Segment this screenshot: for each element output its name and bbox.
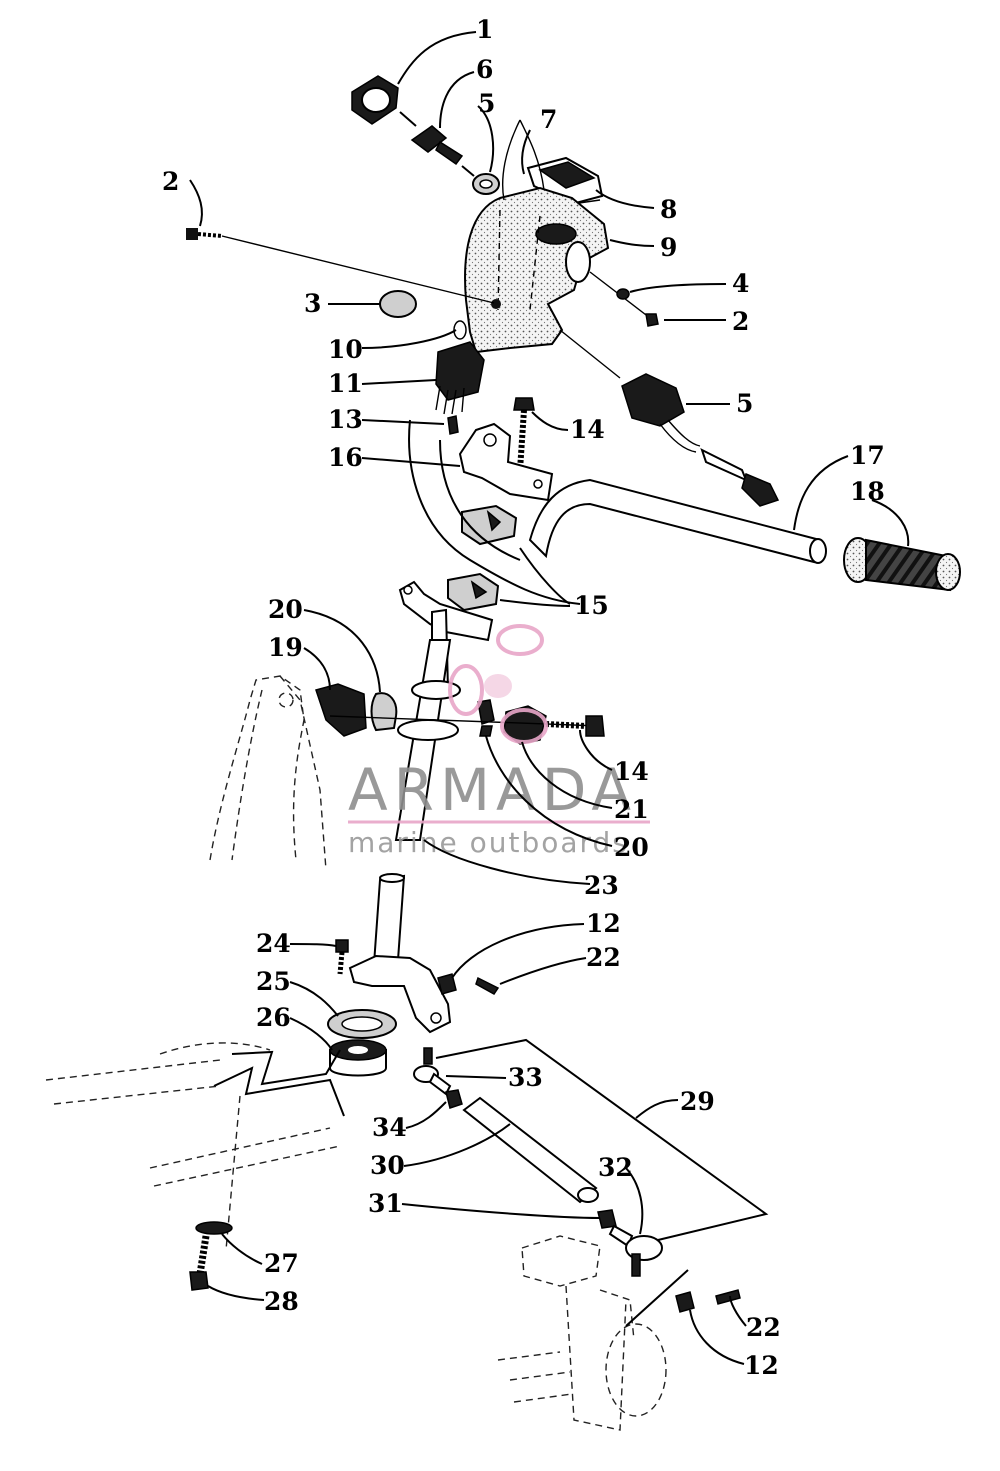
callout-29: 29	[680, 1087, 715, 1116]
frame-dashed-upper	[209, 675, 327, 871]
part-nut-34	[445, 1089, 463, 1109]
part-ignition-switch-nut	[351, 75, 417, 127]
callout-11: 11	[328, 369, 363, 398]
part-washer-screw-right	[589, 271, 659, 327]
part-tie-rod	[462, 1096, 599, 1204]
part-handlebar-clamps	[447, 504, 518, 612]
callout-33: 33	[508, 1063, 543, 1092]
part-mounting-bracket	[458, 422, 554, 502]
part-grommet-top	[461, 165, 500, 195]
callout-2-right: 2	[732, 307, 749, 336]
callout-32: 32	[598, 1153, 633, 1182]
callout-22-upper: 22	[586, 943, 621, 972]
callout-4: 4	[732, 269, 749, 298]
part-bolt-24	[335, 939, 349, 975]
part-tie-rod-end-lower	[608, 1224, 663, 1277]
callout-10: 10	[328, 335, 363, 364]
callout-6: 6	[476, 55, 493, 84]
callout-1: 1	[476, 15, 493, 44]
leader-lines	[189, 31, 910, 1365]
part-bushing-26	[329, 1039, 387, 1077]
callout-25: 25	[256, 967, 291, 996]
part-castle-nut-cotter-lower	[675, 1289, 741, 1313]
part-steering-arm	[348, 873, 452, 1034]
callout-27: 27	[264, 1249, 299, 1278]
callout-24: 24	[256, 929, 291, 958]
callout-16: 16	[328, 443, 363, 472]
watermark-logo	[448, 624, 548, 744]
part-plug	[379, 290, 417, 318]
callout-19: 19	[268, 633, 303, 662]
callout-15: 15	[574, 591, 609, 620]
callout-22-lower: 22	[746, 1313, 781, 1342]
callout-21: 21	[614, 795, 649, 824]
watermark-title: ARMADA	[348, 756, 637, 824]
callout-20-left: 20	[268, 595, 303, 624]
watermark: ARMADA marine outboards	[348, 624, 650, 859]
part-grip	[843, 537, 961, 592]
callout-9: 9	[660, 233, 677, 262]
callout-5-top: 5	[478, 89, 495, 118]
part-steering-post	[394, 639, 461, 841]
callout-5-right: 5	[736, 389, 753, 418]
callout-17: 17	[850, 441, 885, 470]
callout-12-lower: 12	[744, 1351, 779, 1380]
callout-labels: 1 6 5 7 2 8 9 4 3 2 10 11 5 13 14 16 17 …	[162, 15, 885, 1380]
callout-34: 34	[372, 1113, 407, 1142]
part-long-screw	[186, 228, 495, 304]
callout-14-top: 14	[570, 415, 605, 444]
part-indicator-lens	[526, 156, 604, 206]
part-tie-rod-end-upper	[413, 1047, 452, 1096]
callout-7: 7	[540, 105, 557, 134]
callout-13: 13	[328, 405, 363, 434]
callout-26: 26	[256, 1003, 291, 1032]
watermark-subtitle: marine outboards	[348, 826, 629, 859]
callout-31: 31	[368, 1189, 403, 1218]
part-washer-bolt-bottom	[189, 1221, 233, 1291]
part-bearing-ring	[327, 1009, 397, 1039]
part-bolt-lower	[329, 715, 605, 737]
callout-28: 28	[264, 1287, 299, 1316]
part-bracket-outline	[213, 1038, 769, 1241]
frame-dashed-lower	[45, 1042, 341, 1251]
part-key	[410, 125, 464, 166]
callout-3: 3	[304, 289, 321, 318]
frame-dashed-spindle	[497, 1235, 689, 1431]
callout-2-left: 2	[162, 167, 179, 196]
part-bearing-block-left	[315, 683, 367, 737]
part-castle-nut-cotter-upper	[437, 973, 500, 995]
callout-14-lower: 14	[614, 757, 649, 786]
callout-18: 18	[850, 477, 885, 506]
part-bushing-left	[370, 692, 398, 732]
part-bolt-top	[513, 397, 535, 471]
part-handlebar-pod	[464, 119, 610, 354]
callout-8: 8	[660, 195, 677, 224]
part-bearing-block-right	[477, 699, 547, 745]
callout-23: 23	[584, 871, 619, 900]
part-switch-assembly	[559, 329, 780, 507]
callout-30: 30	[370, 1151, 405, 1180]
part-switch-connector	[435, 320, 485, 435]
callout-12-upper: 12	[586, 909, 621, 938]
callout-20-lower: 20	[614, 833, 649, 862]
